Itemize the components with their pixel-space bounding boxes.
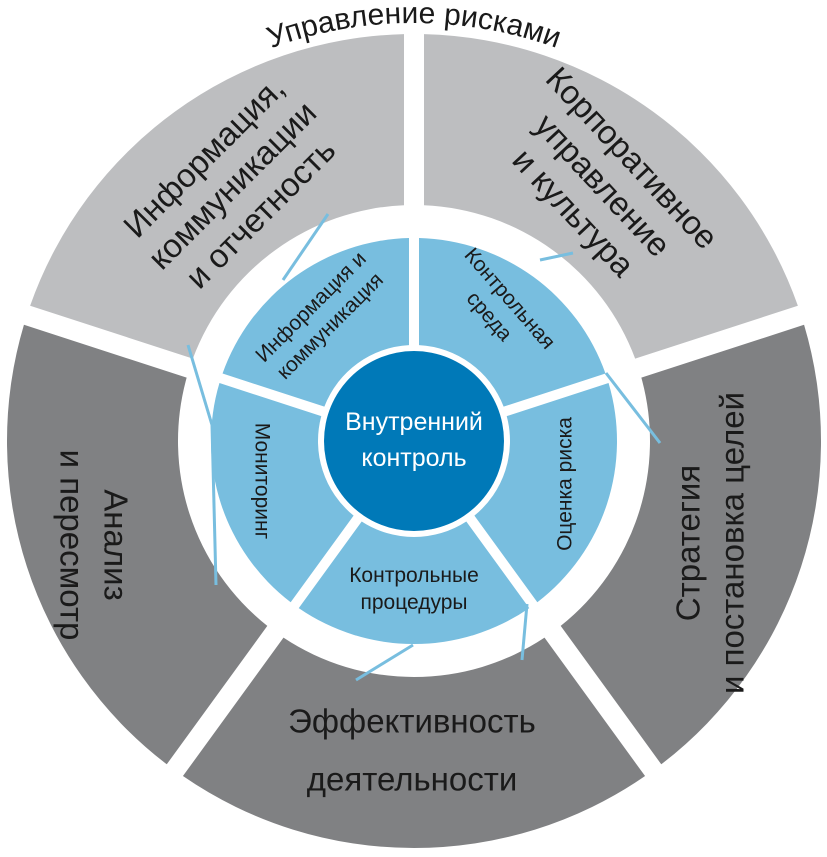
- center-label-line: Внутренний: [345, 408, 483, 436]
- outer-label-performance-line: Эффективность: [288, 703, 536, 740]
- inner-label-control-procedures: Контрольные процедуры: [349, 564, 479, 614]
- inner-segment-risk-assessment: [474, 383, 617, 603]
- connector-line: [355, 643, 414, 682]
- outer-label-strategy-goals-line: и постановка целей: [714, 392, 751, 694]
- outer-segment-analysis-review: [6, 324, 268, 765]
- inner-segment-control-environment: [419, 238, 606, 407]
- inner-label-risk-assessment: Оценка риска: [553, 417, 576, 551]
- inner-label-control-procedures-line: Контрольные: [349, 564, 479, 587]
- outer-label-analysis-review-line: и пересмотр: [53, 450, 90, 641]
- inner-label-control-procedures-line: процедуры: [360, 591, 467, 614]
- center-label: Внутренний контроль: [345, 408, 483, 472]
- outer-segment-information-reporting: [30, 34, 405, 359]
- outer-label-performance: Эффективность деятельности: [288, 703, 536, 798]
- inner-segment-monitoring: [211, 383, 354, 603]
- inner-label-monitoring: Мониторинг: [251, 423, 274, 540]
- outer-segment-strategy-goals: [560, 324, 822, 765]
- diagram-title: Управление рисками: [263, 0, 566, 55]
- outer-segment-corporate-governance: [424, 34, 798, 359]
- diagram-title-text: Управление рисками: [263, 0, 566, 55]
- connector-line: [604, 372, 662, 444]
- inner-label-monitoring-line: Мониторинг: [251, 423, 274, 540]
- connector-line: [281, 213, 330, 281]
- outer-label-performance-line: деятельности: [307, 761, 518, 798]
- connector-line: [520, 603, 529, 661]
- connector-line: [539, 251, 574, 262]
- center-circle: [324, 351, 504, 531]
- inner-segment-information-communication: [222, 238, 409, 407]
- outer-label-analysis-review: Анализи пересмотр: [53, 450, 134, 641]
- connector-line: [186, 344, 214, 426]
- center-label-line: контроль: [361, 444, 466, 472]
- outer-label-strategy-goals-line: Стратегия: [670, 465, 707, 621]
- outer-segment-performance: [182, 637, 646, 848]
- outer-label-analysis-review-line: Анализ: [97, 489, 134, 600]
- connector-line: [210, 424, 218, 586]
- inner-segment-control-procedures: [298, 521, 530, 644]
- inner-label-risk-assessment-line: Оценка риска: [553, 417, 576, 551]
